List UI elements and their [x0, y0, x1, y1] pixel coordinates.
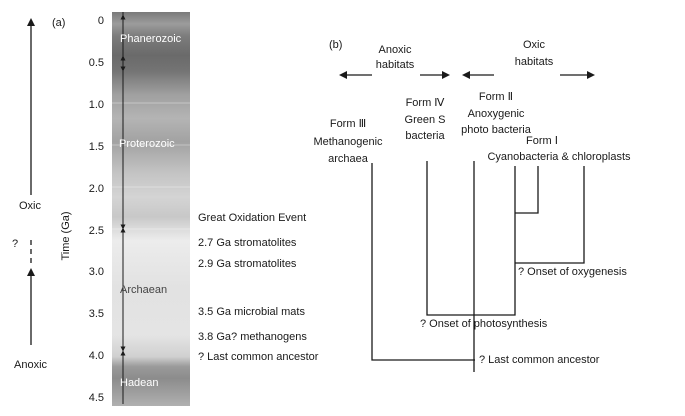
oxic-habitats-line1: Oxic: [523, 39, 546, 51]
form-2-line2: Anoxygenic: [468, 108, 525, 120]
tick-label: 1.5: [89, 141, 104, 153]
habitat-headers: Anoxic habitats Oxic habitats: [339, 39, 595, 79]
branch-oxygenesis: [515, 166, 585, 264]
tick-label: 2.0: [89, 183, 104, 195]
form-4-title: Form Ⅳ: [406, 97, 446, 109]
panel-b-label: (b): [329, 39, 342, 51]
event-methanogens: 3.8 Ga? methanogens: [198, 331, 307, 343]
anoxic-habitats-line2: habitats: [376, 59, 415, 71]
form-3-line2: Methanogenic: [313, 136, 383, 148]
oxic-habitats-line2: habitats: [515, 56, 554, 68]
event-labels: Great Oxidation Event 2.7 Ga stromatolit…: [198, 212, 319, 363]
form-2-line3: photo bacteria: [461, 124, 532, 136]
form-1-line2: Cyanobacteria & chloroplasts: [487, 151, 631, 163]
panel-a-label: (a): [52, 17, 65, 29]
event-great-oxidation: Great Oxidation Event: [198, 212, 306, 224]
panel-a: (a) Oxic ? Anoxic Time (Ga): [12, 12, 319, 406]
branch-form-1: [515, 166, 539, 214]
form-1-title: Form Ⅰ: [526, 135, 558, 147]
tick-label: 3.5: [89, 308, 104, 320]
tick-label: 3.0: [89, 266, 104, 278]
form-2-label: Form Ⅱ Anoxygenic photo bacteria: [461, 91, 532, 136]
node-onset-oxygenesis: ? Onset of oxygenesis: [518, 266, 627, 278]
geologic-time-bar: [112, 12, 190, 406]
tick-label: 2.5: [89, 225, 104, 237]
tick-label: 0: [98, 15, 104, 27]
node-onset-photosynthesis: ? Onset of photosynthesis: [420, 318, 548, 330]
uncertain-mark: ?: [12, 238, 18, 250]
eon-archaean: Archaean: [120, 284, 167, 296]
panel-b: (b) Anoxic habitats Oxic habitats Form Ⅲ…: [313, 39, 631, 372]
phylogenetic-tree: [371, 161, 585, 372]
branch-photosynthesis-node: [474, 213, 516, 316]
tick-label: 4.0: [89, 350, 104, 362]
event-last-common-ancestor: ? Last common ancestor: [198, 351, 319, 363]
branch-form-4: [426, 161, 474, 316]
tick-label: 1.0: [89, 99, 104, 111]
tick-label: 0.5: [89, 57, 104, 69]
event-microbial-mats: 3.5 Ga microbial mats: [198, 306, 305, 318]
oxygen-axis: Oxic ? Anoxic: [12, 18, 48, 371]
anoxic-habitats-line1: Anoxic: [378, 44, 412, 56]
form-3-title: Form Ⅲ: [330, 118, 366, 130]
form-3-label: Form Ⅲ Methanogenic archaea: [313, 118, 383, 165]
time-axis-title: Time (Ga): [60, 211, 72, 260]
form-1-label: Form Ⅰ Cyanobacteria & chloroplasts: [487, 135, 631, 163]
form-2-title: Form Ⅱ: [479, 91, 513, 103]
event-stromatolites-2-9: 2.9 Ga stromatolites: [198, 258, 297, 270]
form-4-line3: bacteria: [405, 130, 445, 142]
tick-label: 4.5: [89, 392, 104, 404]
time-tick-labels: 0 0.5 1.0 1.5 2.0 2.5 3.0 3.5 4.0 4.5: [89, 15, 104, 404]
form-4-line2: Green S: [405, 114, 446, 126]
oxic-label: Oxic: [19, 200, 42, 212]
anoxic-label: Anoxic: [14, 359, 48, 371]
eon-hadean: Hadean: [120, 377, 159, 389]
eon-phanerozoic: Phanerozoic: [120, 33, 182, 45]
form-4-label: Form Ⅳ Green S bacteria: [405, 97, 446, 142]
branch-form-3: [371, 163, 475, 361]
eon-proterozoic: Proterozoic: [119, 138, 175, 150]
node-last-common-ancestor: ? Last common ancestor: [479, 354, 600, 366]
event-stromatolites-2-7: 2.7 Ga stromatolites: [198, 237, 297, 249]
form-3-line3: archaea: [328, 153, 369, 165]
